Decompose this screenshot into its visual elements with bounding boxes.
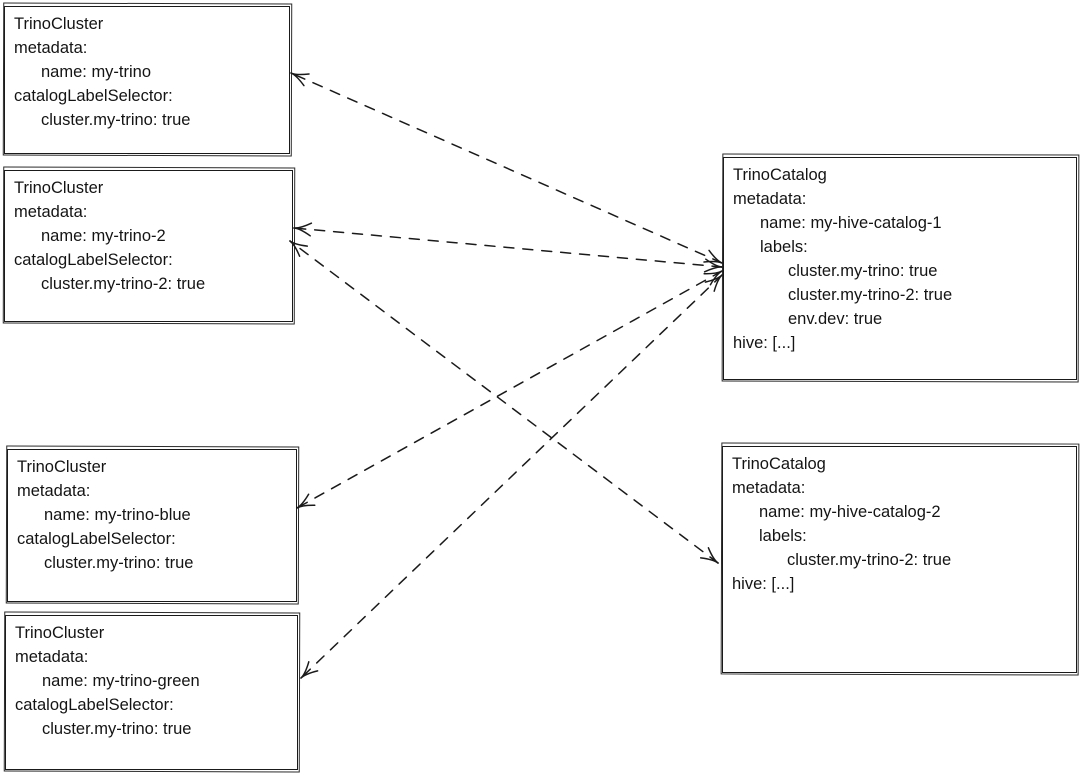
arrowhead	[709, 270, 723, 286]
node-text-line: name: my-trino-blue	[44, 506, 191, 524]
node-body: metadata: name: my-hive-catalog-2 labels: c…	[732, 476, 1067, 596]
arrowhead	[704, 274, 723, 283]
node-text-line: hive: [...]	[732, 575, 795, 593]
arrowhead	[703, 266, 723, 273]
node-text-line: cluster.my-trino-2: true	[788, 286, 953, 304]
node-text-line: catalogLabelSelector:	[15, 696, 174, 714]
node-trinocluster-my-trino-green: TrinoCluster metadata: name: my-trino-gre…	[5, 615, 298, 770]
node-body: metadata: name: my-trino catalogLabelSelec…	[14, 36, 280, 132]
node-text-line: labels:	[759, 527, 807, 545]
arrowhead	[293, 227, 311, 237]
node-body: metadata: name: my-hive-catalog-1 labels: c…	[733, 187, 1067, 355]
node-text-line: metadata:	[732, 479, 806, 497]
node-trinocatalog-my-hive-catalog-1: TrinoCatalog metadata: name: my-hive-cata…	[723, 157, 1077, 380]
node-trinocatalog-my-hive-catalog-2: TrinoCatalog metadata: name: my-hive-cata…	[722, 446, 1077, 673]
connector-line	[296, 270, 723, 509]
node-body: metadata: name: my-trino-blue catalogLabel…	[17, 479, 287, 575]
arrowhead	[296, 493, 310, 509]
node-text-line: metadata:	[15, 648, 89, 666]
node-title: TrinoCluster	[14, 179, 104, 197]
node-text-line: name: my-trino	[41, 63, 152, 81]
node-title: TrinoCluster	[17, 458, 107, 476]
arrowhead	[703, 270, 723, 275]
node-text-line: catalogLabelSelector:	[14, 251, 173, 269]
node-text-line: cluster.my-trino: true	[42, 720, 192, 738]
node-trinocluster-my-trino-blue: TrinoCluster metadata: name: my-trino-blu…	[7, 449, 297, 602]
node-text-line: metadata:	[733, 190, 807, 208]
node-text-line: cluster.my-trino: true	[788, 262, 938, 280]
node-body: metadata: name: my-trino-2 catalogLabelSel…	[14, 200, 283, 296]
node-text-line: catalogLabelSelector:	[17, 530, 176, 548]
node-text-line: cluster.my-trino: true	[41, 111, 191, 129]
node-title: TrinoCluster	[15, 624, 105, 642]
node-trinocluster-my-trino: TrinoCluster metadata: name: my-trino cata…	[4, 6, 290, 154]
node-text-line: env.dev: true	[788, 310, 883, 328]
node-title: TrinoCatalog	[733, 166, 827, 184]
connector-line	[289, 240, 719, 564]
node-body: metadata: name: my-trino-green catalogLabe…	[15, 645, 288, 741]
node-text-line: name: my-hive-catalog-2	[759, 503, 941, 521]
node-text-line: name: my-hive-catalog-1	[760, 214, 942, 232]
arrowhead	[713, 274, 723, 292]
connector-line	[300, 274, 723, 679]
arrowhead	[705, 258, 723, 268]
arrowhead	[293, 222, 313, 229]
arrowhead	[699, 557, 719, 564]
node-trinocluster-my-trino-2: TrinoCluster metadata: name: my-trino-2 ca…	[4, 170, 293, 322]
arrowhead	[708, 249, 723, 264]
arrowhead	[300, 661, 310, 679]
arrowhead	[300, 670, 319, 679]
node-text-line: name: my-trino-green	[42, 672, 200, 690]
arrowhead	[703, 260, 723, 264]
node-text-line: labels:	[760, 238, 808, 256]
connector-line	[293, 227, 723, 268]
node-text-line: hive: [...]	[733, 334, 796, 352]
node-title: TrinoCluster	[14, 15, 104, 33]
arrowhead	[290, 72, 305, 87]
arrowhead	[290, 72, 310, 76]
node-text-line: cluster.my-trino-2: true	[787, 551, 952, 569]
node-text-line: metadata:	[17, 482, 91, 500]
node-text-line: catalogLabelSelector:	[14, 87, 173, 105]
node-text-line: metadata:	[14, 39, 88, 57]
node-title: TrinoCatalog	[732, 455, 826, 473]
arrowhead	[296, 504, 316, 509]
node-text-line: name: my-trino-2	[41, 227, 166, 245]
connector-line	[290, 72, 723, 264]
node-text-line: cluster.my-trino-2: true	[41, 275, 206, 293]
arrowhead	[707, 547, 719, 564]
node-text-line: cluster.my-trino: true	[44, 554, 194, 572]
node-text-line: metadata:	[14, 203, 88, 221]
